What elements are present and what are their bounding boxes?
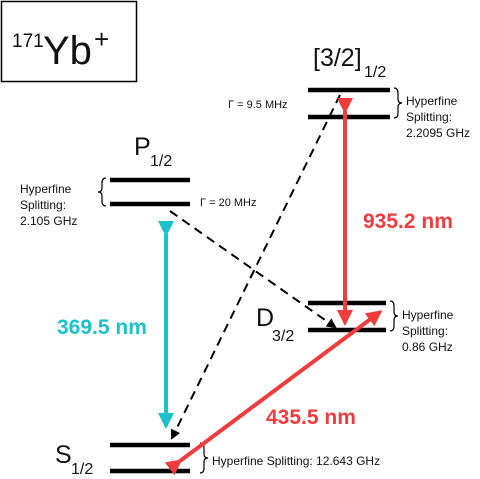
transition-435-nm: 435.5 nm (164, 310, 383, 476)
p-hyperfine-brace (97, 177, 107, 207)
decay-bracket-to-s-arrow (171, 94, 341, 440)
bracket-hyperfine-brace (393, 87, 403, 119)
p-linewidth: Γ = 20 MHz (200, 197, 257, 209)
bracket-hyperfine-line2: Splitting: (406, 110, 452, 124)
s-level-label: S (55, 441, 72, 469)
title-box (0, 0, 138, 83)
s-level-subscript: 1/2 (71, 461, 93, 478)
bracket-level-subscript: 1/2 (364, 64, 386, 81)
d-hyperfine-line2: Splitting: (402, 324, 448, 338)
p-hyperfine-line3: 2.105 GHz (20, 214, 77, 228)
bracket-hyperfine-line1: Hyperfine (406, 94, 458, 108)
title-element: Yb (43, 29, 92, 73)
red-vis-laser-arrow (164, 310, 383, 476)
p-hyperfine-line2: Splitting: (20, 198, 66, 212)
p-hyperfine-line1: Hyperfine (20, 182, 72, 196)
decay-p-to-d-arrow (169, 210, 337, 329)
bracket-hyperfine-line3: 2.2095 GHz (406, 126, 470, 140)
level-d-3-2: D 3/2 Hyperfine Splitting: 0.86 GHz (256, 300, 454, 354)
title-charge: + (94, 24, 109, 54)
bracket-level-label: [3/2] (313, 44, 362, 72)
p-level-subscript: 1/2 (150, 153, 172, 170)
level-s-1-2: S 1/2 Hyperfine Splitting: 12.643 GHz (55, 441, 380, 478)
transition-369-nm: 369.5 nm (57, 221, 174, 429)
level-p-1-2: P 1/2 Γ = 20 MHz Hyperfine Splitting: 2.… (20, 133, 257, 228)
transition-935-nm: 935.2 nm (337, 98, 453, 326)
d-hyperfine-line1: Hyperfine (402, 308, 454, 322)
blue-wavelength-label: 369.5 nm (57, 316, 147, 339)
title-mass-number: 171 (12, 31, 44, 52)
d-level-subscript: 3/2 (272, 328, 294, 345)
red-vis-wavelength-label: 435.5 nm (266, 406, 356, 429)
p-level-label: P (134, 133, 151, 161)
red-ir-wavelength-label: 935.2 nm (363, 210, 453, 233)
s-hyperfine-text: Hyperfine Splitting: 12.643 GHz (212, 454, 380, 468)
d-hyperfine-line3: 0.86 GHz (402, 340, 453, 354)
d-hyperfine-brace (389, 300, 399, 332)
level-bracket-3-2: [3/2] 1/2 Γ = 9.5 MHz Hyperfine Splittin… (228, 44, 470, 140)
ion-title: 171 Yb + (0, 0, 138, 83)
bracket-linewidth: Γ = 9.5 MHz (228, 99, 288, 111)
